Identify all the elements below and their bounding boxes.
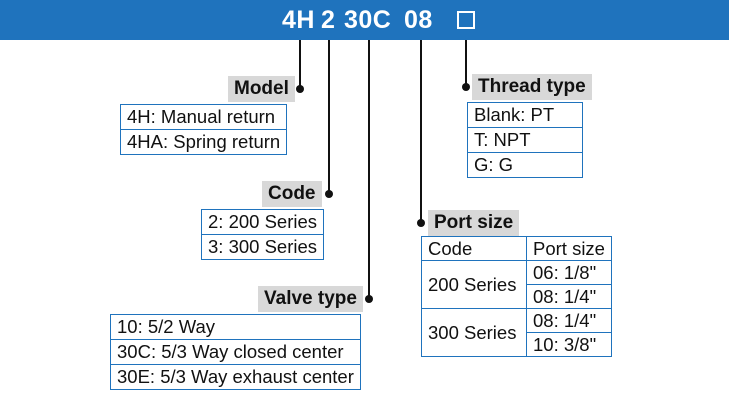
thread-type-option: T: NPT bbox=[467, 127, 583, 153]
model-connector-dot bbox=[296, 85, 304, 93]
valve-type-options-table: 10: 5/2 Way 30C: 5/3 Way closed center 3… bbox=[110, 314, 361, 390]
table-row: 30E: 5/3 Way exhaust center bbox=[110, 364, 361, 390]
code-label: Code bbox=[262, 181, 322, 207]
table-row: 10: 3/8" bbox=[422, 332, 612, 357]
thread-type-option: G: G bbox=[467, 152, 583, 178]
table-row: 200 Series 06: 1/8" bbox=[421, 260, 612, 309]
table-header-row: Code Port size bbox=[421, 236, 612, 261]
valve-type-label: Valve type bbox=[258, 286, 363, 312]
valve-type-connector-dot bbox=[365, 295, 373, 303]
valve-type-option: 30C: 5/3 Way closed center bbox=[110, 339, 361, 365]
port-size-cell: 10: 3/8" bbox=[526, 332, 612, 357]
thread-type-label: Thread type bbox=[472, 74, 592, 100]
code-part-series-prefix: 4H bbox=[282, 6, 315, 34]
code-part-series-digit: 2 bbox=[321, 6, 336, 34]
column-header-code: Code bbox=[421, 236, 527, 261]
code-part-valve-type: 30C bbox=[344, 6, 392, 34]
model-option: 4H: Manual return bbox=[119, 104, 288, 130]
table-row: 3: 300 Series bbox=[200, 234, 325, 260]
series-cell: 300 Series bbox=[421, 308, 527, 357]
code-connector-vertical bbox=[328, 40, 330, 194]
thread-type-connector-vertical bbox=[465, 40, 467, 87]
thread-type-option: Blank: PT bbox=[467, 102, 583, 128]
column-header-port-size: Port size bbox=[526, 236, 612, 261]
code-connector-dot bbox=[325, 190, 333, 198]
table-row: 2: 200 Series bbox=[200, 209, 325, 235]
valve-type-connector-vertical bbox=[368, 40, 370, 299]
table-row: 4HA: Spring return bbox=[119, 129, 288, 155]
table-row: 10: 5/2 Way bbox=[110, 314, 361, 340]
code-part-thread-placeholder bbox=[457, 11, 475, 29]
model-code-bar: 4H 2 30C 08 bbox=[0, 0, 729, 40]
port-size-connector-dot bbox=[417, 219, 425, 227]
table-row: T: NPT bbox=[467, 127, 583, 153]
table-row: G: G bbox=[467, 152, 583, 178]
model-options-table: 4H: Manual return 4HA: Spring return bbox=[119, 104, 288, 155]
table-row: 08: 1/4" bbox=[422, 284, 612, 309]
port-size-connector-vertical bbox=[420, 40, 422, 223]
valve-type-option: 10: 5/2 Way bbox=[110, 314, 361, 340]
model-option: 4HA: Spring return bbox=[119, 129, 288, 155]
port-size-cell: 08: 1/4" bbox=[526, 308, 612, 333]
table-row: Blank: PT bbox=[467, 102, 583, 128]
code-option: 2: 200 Series bbox=[200, 209, 325, 235]
valve-type-option: 30E: 5/3 Way exhaust center bbox=[110, 364, 361, 390]
table-row: 300 Series 08: 1/4" bbox=[421, 308, 612, 357]
model-connector-vertical bbox=[299, 40, 301, 89]
thread-type-options-table: Blank: PT T: NPT G: G bbox=[467, 102, 583, 178]
code-part-port-size: 08 bbox=[404, 6, 433, 34]
thread-type-connector-dot bbox=[462, 83, 470, 91]
table-row: 30C: 5/3 Way closed center bbox=[110, 339, 361, 365]
table-row: 4H: Manual return bbox=[119, 104, 288, 130]
code-options-table: 2: 200 Series 3: 300 Series bbox=[200, 209, 325, 260]
port-size-cell: 06: 1/8" bbox=[526, 260, 612, 285]
port-size-label: Port size bbox=[428, 210, 520, 236]
model-label: Model bbox=[228, 76, 295, 102]
code-option: 3: 300 Series bbox=[200, 234, 325, 260]
series-cell: 200 Series bbox=[421, 260, 527, 309]
port-size-table: Code Port size 200 Series 06: 1/8" 08: 1… bbox=[421, 236, 612, 357]
port-size-cell: 08: 1/4" bbox=[526, 284, 612, 309]
